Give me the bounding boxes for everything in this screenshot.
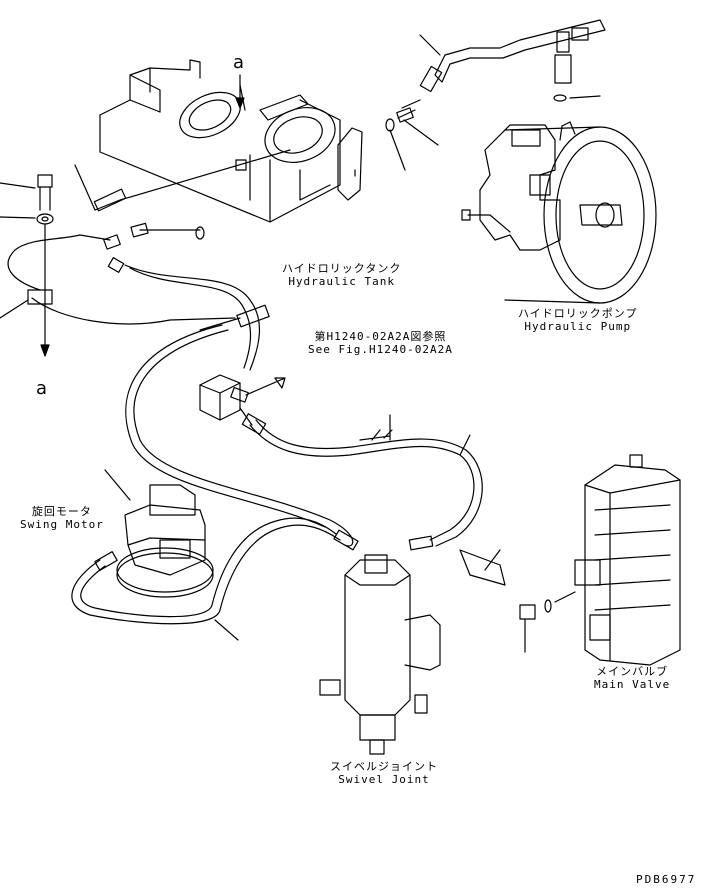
label-swing-motor-ja: 旋回モータ [31, 505, 92, 518]
hydraulic-pump-part [461, 31, 657, 304]
marker-a-bottom: a [36, 378, 48, 399]
return-hose-loop [133, 329, 354, 547]
swivel-joint-part [319, 554, 441, 755]
label-swing-motor-en: Swing Motor [20, 518, 104, 531]
label-swing-motor: 旋回モータ Swing Motor [20, 505, 104, 531]
marker-arrow-top [235, 74, 245, 109]
label-swivel-joint: スイベルジョイント Swivel Joint [330, 760, 438, 786]
label-hydraulic-pump-en: Hydraulic Pump [524, 320, 632, 333]
label-swivel-joint-ja: スイベルジョイント [330, 760, 438, 773]
bolt-and-washer [0, 174, 54, 225]
swing-motor-hose [71, 524, 341, 625]
label-hydraulic-tank: ハイドロリックタンク Hydraulic Tank [282, 262, 401, 288]
marker-arrow-bottom [40, 344, 50, 357]
main-valve-hose [249, 424, 475, 541]
swing-motor-part [104, 469, 214, 598]
label-hydraulic-pump: ハイドロリックポンプ Hydraulic Pump [518, 307, 637, 333]
label-swivel-joint-en: Swivel Joint [338, 773, 430, 786]
tank-return-hose [94, 149, 291, 211]
pump-suction-tube [434, 19, 606, 83]
drawing-code: PDB6977 [636, 873, 697, 886]
label-main-valve: メインバルブ Main Valve [594, 665, 670, 691]
label-see-fig-ja: 第H1240-02A2A図参照 [314, 330, 447, 343]
label-hydraulic-tank-ja: ハイドロリックタンク [282, 262, 402, 275]
hydraulic-tank-part [99, 59, 363, 223]
label-hydraulic-tank-en: Hydraulic Tank [288, 275, 396, 288]
main-valve-part [574, 454, 681, 666]
pilot-hose [124, 264, 261, 371]
pilot-valve-block [199, 374, 286, 426]
label-main-valve-ja: メインバルブ [596, 665, 669, 678]
drain-line [7, 234, 111, 291]
marker-a-top: a [233, 52, 245, 73]
label-main-valve-en: Main Valve [594, 678, 671, 691]
label-see-fig-en: See Fig.H1240-02A2A [308, 343, 453, 356]
label-hydraulic-pump-ja: ハイドロリックポンプ [518, 307, 638, 320]
label-see-fig: 第H1240-02A2A図参照 See Fig.H1240-02A2A [308, 330, 453, 356]
